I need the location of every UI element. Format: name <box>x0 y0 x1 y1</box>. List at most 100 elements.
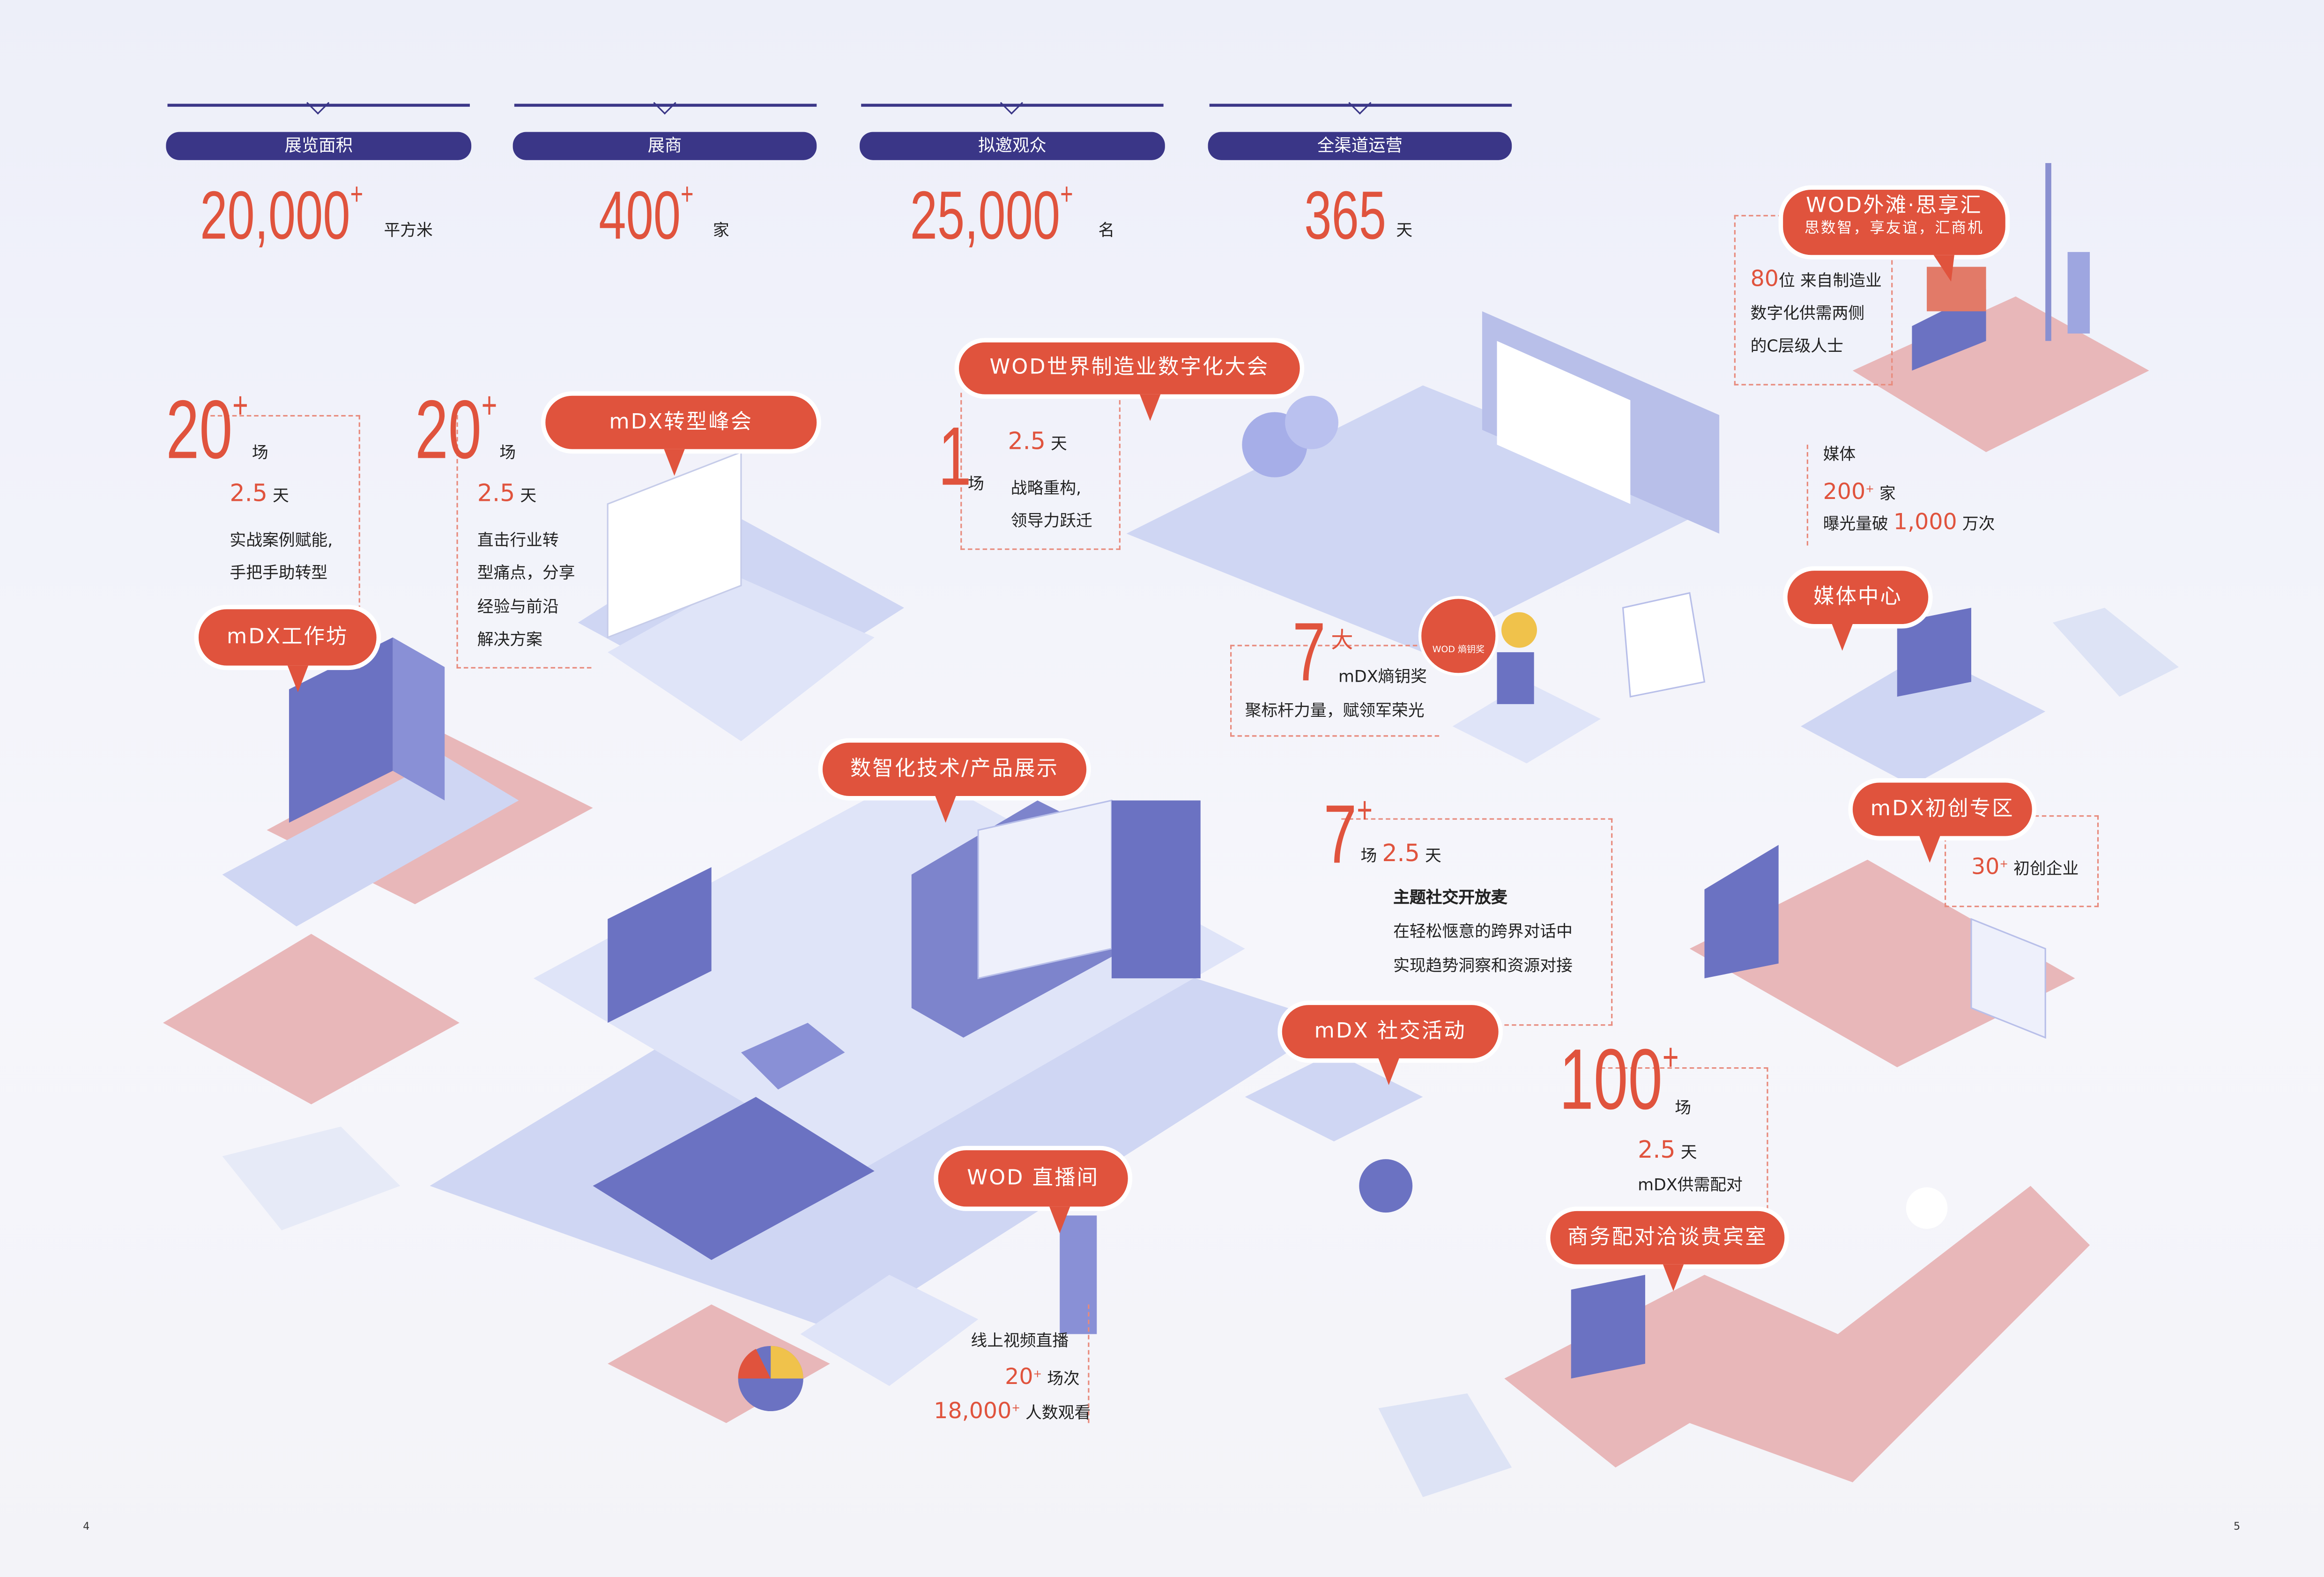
workshop-floor <box>163 734 593 1105</box>
bund-desc-1: 80位 来自制造业 <box>1750 265 1882 292</box>
divider-line <box>861 104 1164 107</box>
summit-desc-2: 型痛点，分享 <box>477 563 575 583</box>
bubble-tech-showcase: 数智化技术/产品展示 <box>818 738 1091 823</box>
stat-unit: 家 <box>713 221 729 240</box>
bubble-tail <box>1663 1264 1684 1291</box>
stat-label: 展商 <box>512 132 817 160</box>
workshop-desc-2: 手把手助转型 <box>230 563 328 583</box>
bund-desc-3: 的C层级人士 <box>1750 336 1843 356</box>
social-desc-1: 在轻松惬意的跨界对话中 <box>1393 922 1573 942</box>
summit-desc-3: 经验与前沿 <box>477 597 559 617</box>
vip-floor <box>1504 1186 2090 1482</box>
award-info-frame <box>1230 645 1440 737</box>
media-floor <box>1622 592 2046 786</box>
media-count: 200+ 家 <box>1823 478 1896 505</box>
summit-floor <box>578 519 904 741</box>
social-days: 场 2.5 天 <box>1360 839 1441 867</box>
summit-count: 20+ <box>415 382 497 476</box>
bubble-live-studio: WOD 直播间 <box>934 1146 1133 1234</box>
live-floor <box>608 1215 1097 1423</box>
summit-count-unit: 场 <box>499 443 516 463</box>
stat-label: 全渠道运营 <box>1208 132 1512 160</box>
stat-unit: 平方米 <box>384 221 433 240</box>
page-number-left: 4 <box>83 1521 90 1533</box>
bubble-mdx-workshop: mDX工作坊 <box>194 604 381 692</box>
award-floor <box>1452 612 1601 764</box>
stat-label: 展览面积 <box>166 132 472 160</box>
conference-count-unit: 场 <box>968 474 984 494</box>
bubble-tail <box>664 449 685 476</box>
social-desc-2: 实现趋势洞察和资源对接 <box>1393 956 1573 975</box>
divider-line <box>514 104 817 107</box>
stat-value: 365 <box>1304 176 1387 254</box>
media-title: 媒体 <box>1823 445 1856 464</box>
media-exposure: 曝光量破 1,000 万次 <box>1823 508 1995 536</box>
bubble-tail <box>935 796 956 823</box>
award-name: mDX熵钥奖 <box>1338 667 1427 686</box>
bubble-startup-zone: mDX初创专区 <box>1848 778 2037 863</box>
award-count-unit: 大 <box>1331 627 1353 654</box>
matching-info-frame <box>1601 1067 1768 1210</box>
bubble-subtitle: 思数智，享友谊，汇商机 <box>1804 221 1984 238</box>
conference-days: 2.5 天 <box>1008 427 1067 455</box>
social-title: 主题社交开放麦 <box>1393 888 1507 908</box>
stat-value: 20,000+ <box>200 176 364 254</box>
workshop-desc-1: 实战案例赋能, <box>230 530 333 550</box>
summit-days: 2.5 天 <box>477 478 537 507</box>
workshop-days: 2.5 天 <box>230 478 289 507</box>
workshop-booth <box>289 637 445 823</box>
stat-value: 25,000+ <box>910 176 1073 254</box>
bubble-tail <box>287 665 309 692</box>
summit-stage <box>607 451 742 639</box>
conference-count: 1 <box>938 409 972 503</box>
conference-desc-1: 战略重构, <box>1010 478 1082 498</box>
bubble-wod-conference: WOD世界制造业数字化大会 <box>954 338 1305 421</box>
bubble-wod-bund: WOD外滩·思享汇 思数智，享友谊，汇商机 <box>1778 185 2010 282</box>
bubble-mdx-summit: mDX转型峰会 <box>541 391 821 476</box>
stat-unit: 天 <box>1396 221 1413 240</box>
workshop-count-unit: 场 <box>252 443 268 463</box>
bubble-tail <box>1378 1058 1399 1085</box>
bubble-vip-room: 商务配对洽谈贵宾室 <box>1545 1206 1789 1291</box>
workshop-count: 20+ <box>166 382 248 476</box>
summit-desc-1: 直击行业转 <box>477 530 559 550</box>
bubble-tail <box>1919 836 1940 863</box>
stat-unit: 名 <box>1098 221 1115 240</box>
award-count: 7 <box>1292 604 1326 699</box>
bubble-tail <box>1049 1206 1070 1234</box>
bubble-social-events: mDX 社交活动 <box>1277 1000 1503 1085</box>
stat-label: 拟邀观众 <box>860 132 1165 160</box>
bund-desc-2: 数字化供需两侧 <box>1750 304 1865 323</box>
cloud-icon <box>1242 395 1339 477</box>
matching-days: 2.5 天 <box>1638 1135 1697 1164</box>
summit-desc-4: 解决方案 <box>477 630 542 649</box>
live-title: 线上视频直播 <box>971 1331 1069 1351</box>
live-sessions: 20+ 场次 <box>1005 1363 1080 1390</box>
conference-info-frame <box>960 393 1121 550</box>
tech-floor <box>430 771 1334 1334</box>
bubble-title: WOD外滩·思享汇 <box>1806 194 1982 218</box>
award-slogan: 聚标杆力量，赋领军荣光 <box>1245 701 1425 721</box>
award-badge: WOD 熵钥奖 <box>1418 595 1499 676</box>
media-info-frame <box>1806 445 1808 546</box>
live-info-frame <box>1088 1304 1090 1423</box>
workshop-info-frame <box>210 415 360 669</box>
stat-value: 400+ <box>599 176 694 254</box>
startup-floor <box>1689 845 2075 1068</box>
bubble-media-center: 媒体中心 <box>1783 566 1933 651</box>
startup-count: 30+ 初创企业 <box>1971 853 2079 880</box>
live-viewers: 18,000+ 人数观看 <box>934 1397 1091 1424</box>
bund-floor <box>1852 163 2149 452</box>
matching-count-unit: 场 <box>1675 1098 1692 1118</box>
bubble-tail <box>1140 394 1161 421</box>
page-number-right: 5 <box>2233 1521 2241 1533</box>
divider-line <box>167 104 470 107</box>
matching-desc: mDX供需配对 <box>1638 1175 1743 1195</box>
matching-count: 100+ <box>1559 1032 1679 1128</box>
divider-line <box>1209 104 1512 107</box>
conference-floor <box>1126 311 1720 653</box>
bubble-tail <box>1832 624 1853 651</box>
decor-cubes <box>222 608 2179 1497</box>
